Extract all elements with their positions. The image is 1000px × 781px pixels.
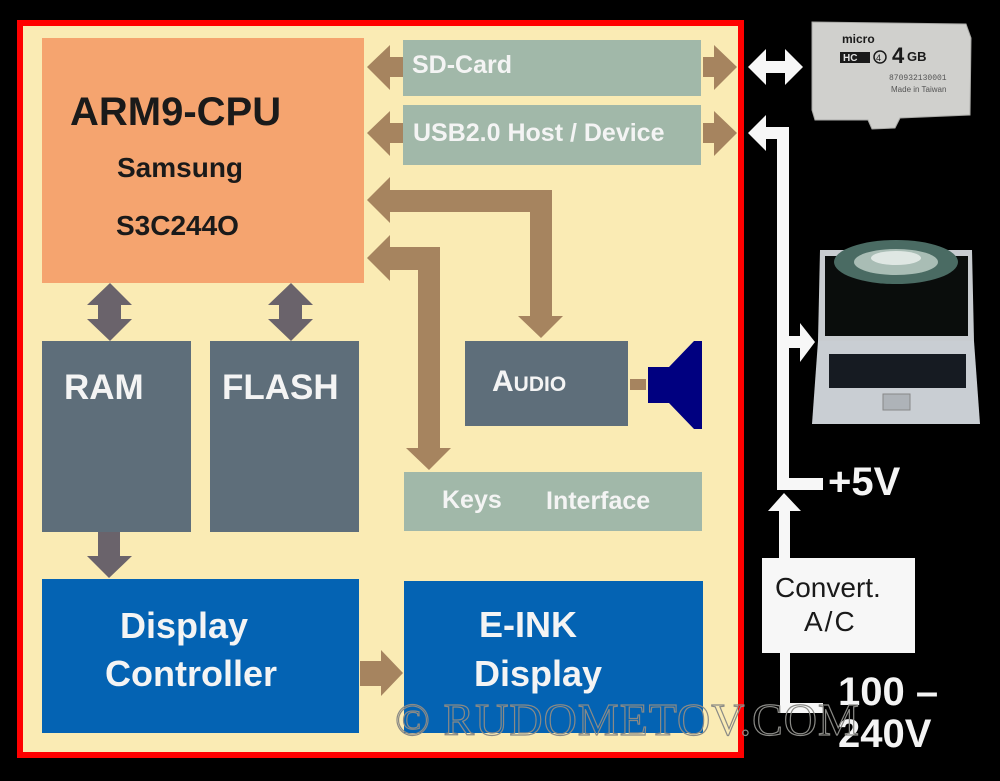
cpu-ram-arrow: [87, 283, 132, 341]
mains-voltage-line2: 240V: [838, 712, 932, 756]
svg-text:micro: micro: [842, 32, 875, 46]
converter-box: [762, 558, 915, 653]
audio-block: Audio: [465, 341, 628, 426]
svg-text:4: 4: [892, 43, 905, 68]
svg-text:870932130001: 870932130001: [889, 74, 947, 83]
cpu-flash-arrow: [268, 283, 313, 341]
power-5v-label: +5V: [828, 460, 901, 504]
svg-text:4: 4: [876, 53, 881, 63]
laptop-image: [812, 240, 980, 424]
eink-display-block: E-INK Display: [404, 581, 703, 733]
converter-up-arrow: [768, 493, 801, 558]
cpu-audio-arrow: [367, 177, 563, 338]
usb-power-line: [748, 115, 823, 490]
controller-eink-arrow: [360, 650, 403, 696]
cpu-title: ARM9-CPU: [70, 90, 282, 134]
audio-label: Audio: [492, 365, 567, 398]
svg-text:GB: GB: [907, 49, 927, 64]
mains-line: [780, 653, 823, 713]
keys-label: Keys: [442, 486, 502, 514]
eink-line1: E-INK: [479, 604, 577, 645]
display-controller-line1: Display: [120, 605, 249, 646]
sd-card-label: SD-Card: [412, 51, 513, 79]
speaker-icon: [648, 341, 702, 429]
eink-line2: Display: [474, 653, 603, 694]
svg-text:Made in Taiwan: Made in Taiwan: [891, 85, 946, 94]
sd-card-external-arrow: [703, 45, 737, 90]
display-controller-block: Display Controller: [42, 579, 359, 733]
flash-label: FLASH: [222, 368, 339, 407]
converter-line2: A/C: [804, 606, 857, 637]
micro-sd-card-image: micro HC 4 4 GB 870932130001 Made in Tai…: [811, 21, 972, 130]
converter-line1: Convert.: [775, 572, 881, 603]
usb-label: USB2.0 Host / Device: [413, 119, 665, 147]
usb-interface: USB2.0 Host / Device: [403, 105, 701, 165]
sd-card-bus-arrow: [367, 45, 403, 90]
flash-block: FLASH: [210, 341, 359, 532]
sd-card-interface: SD-Card: [403, 40, 701, 96]
display-controller-line2: Controller: [105, 653, 278, 694]
svg-text:HC: HC: [843, 53, 857, 64]
audio-speaker-connector: [630, 379, 646, 390]
cpu-model: S3C244O: [116, 210, 239, 241]
mains-voltage-line1: 100 –: [838, 670, 939, 714]
cpu-block: ARM9-CPU Samsung S3C244O: [42, 38, 364, 283]
sd-card-swap-arrow: [748, 49, 803, 85]
keys-interface: Keys Interface: [404, 472, 702, 531]
usb-bus-arrow: [367, 111, 403, 156]
copyright-watermark: © RUDOMETOV.COM: [394, 693, 860, 745]
interface-label: Interface: [546, 487, 651, 515]
ram-block: RAM: [42, 341, 191, 532]
ram-label: RAM: [64, 368, 144, 407]
usb-external-arrow: [703, 111, 737, 156]
ram-display-arrow: [87, 532, 132, 578]
cpu-vendor: Samsung: [117, 152, 244, 183]
cpu-keys-arrow: [367, 235, 451, 470]
